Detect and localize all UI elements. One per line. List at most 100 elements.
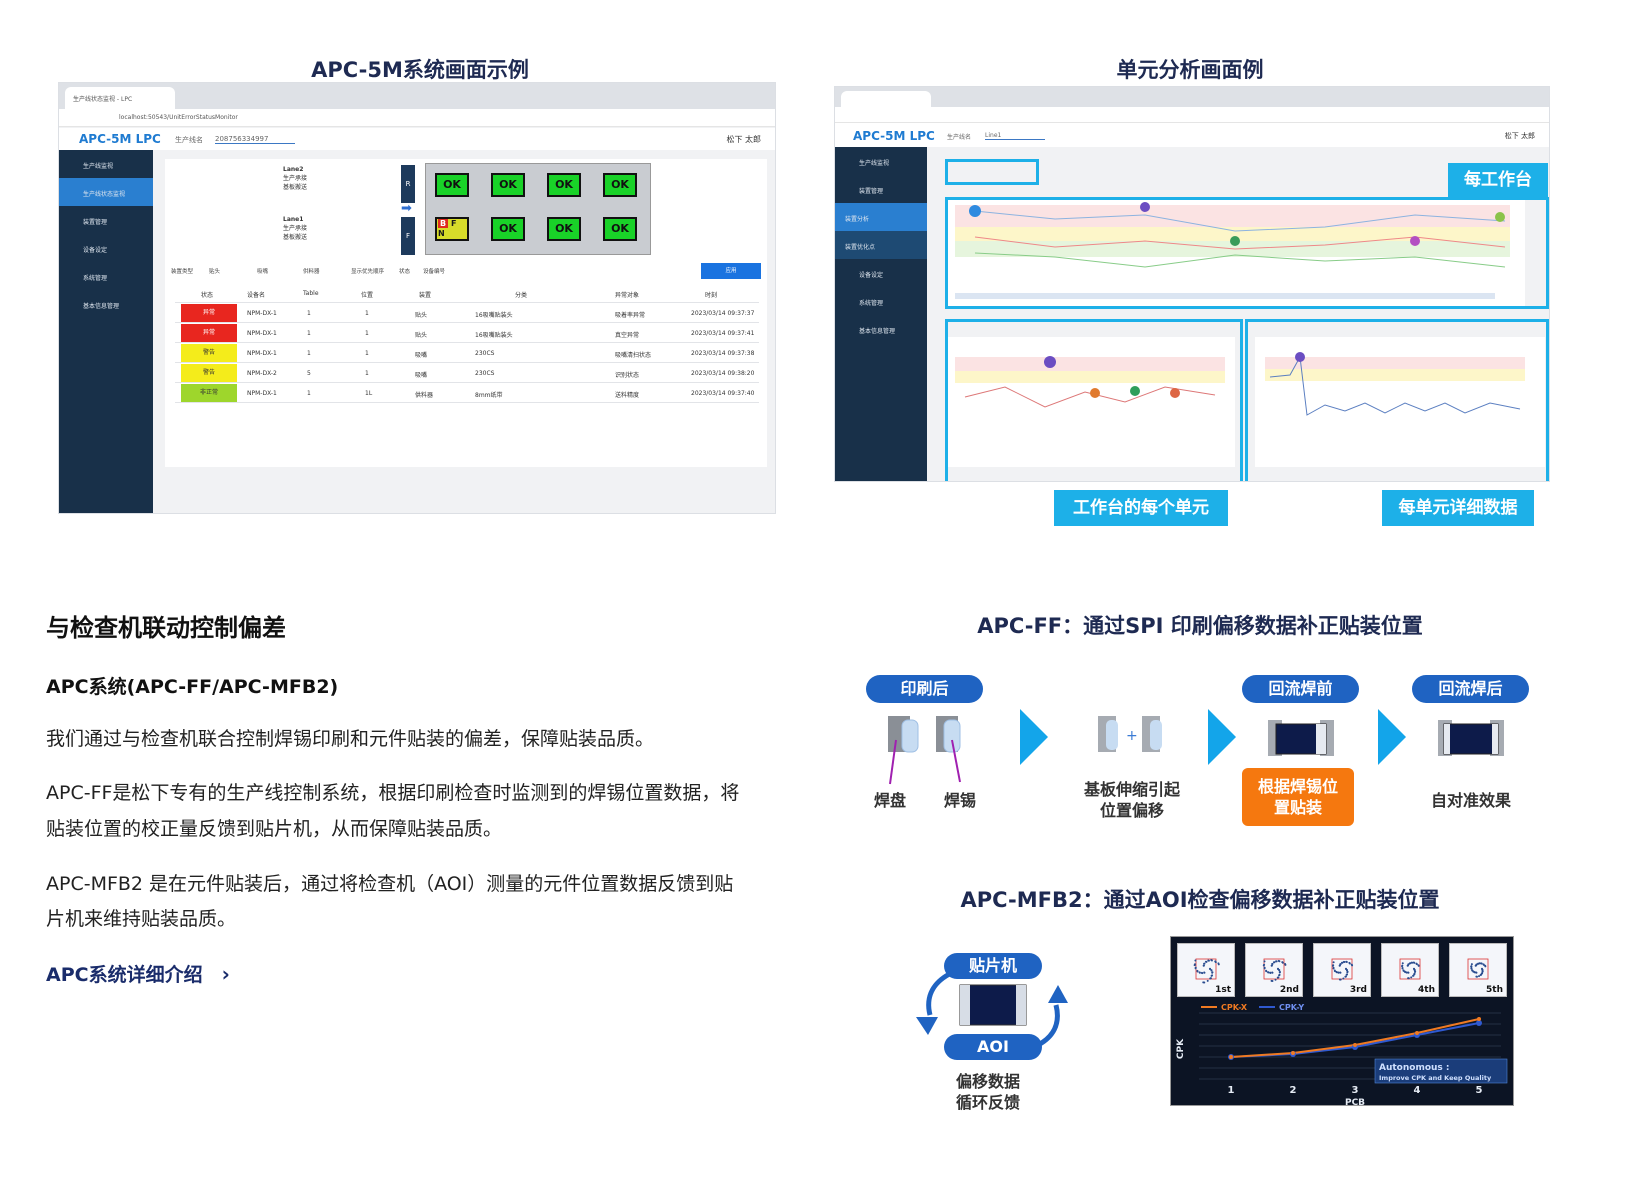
apc5m-screenshot: 生产线状态监视 - LPC localhost:50543/UnitErrorS… <box>58 82 776 514</box>
lane-sub: 基板搬送 <box>283 184 308 191</box>
board-label: 5th <box>1486 985 1503 995</box>
board-scatter-thumb: 3rd <box>1313 943 1371 997</box>
pre-reflow-pill: 回流焊前 <box>1242 675 1359 703</box>
sidebar-item-line-monitor[interactable]: 生产线监视 <box>859 160 890 167</box>
sidebar-item-basic-info[interactable]: 基本信息管理 <box>83 303 120 310</box>
board-scatter-thumb: 2nd <box>1245 943 1303 997</box>
table-ok-cell[interactable]: OK <box>547 217 581 241</box>
line-value[interactable]: Line1 <box>985 132 1045 140</box>
filter-status[interactable]: 状态 <box>399 269 411 275</box>
cell-unit: 贴头 <box>415 312 428 319</box>
cell-table: 1 <box>307 350 311 357</box>
table-ok-cell[interactable]: OK <box>547 173 581 197</box>
cell-target: 送料精度 <box>615 392 640 399</box>
sidebar-item-device[interactable]: 装置管理 <box>859 188 884 195</box>
sidebar-item-device[interactable]: 装置管理 <box>83 219 108 226</box>
line-value[interactable]: 208756334997 <box>215 135 295 144</box>
rear-marker: R <box>401 165 415 203</box>
apc-detail-link-text[interactable]: APC系统详细介绍 <box>46 964 203 986</box>
cell-time: 2023/03/14 09:37:41 <box>691 330 755 337</box>
sidebar-item-basic-info[interactable]: 基本信息管理 <box>859 328 896 335</box>
table-ok-cell[interactable]: OK <box>603 173 637 197</box>
badge-line-1: Autonomous : <box>1379 1063 1450 1073</box>
table-ok-cell[interactable]: OK <box>603 217 637 241</box>
apply-button[interactable]: 应用 <box>701 263 761 279</box>
legend-x: CPK-X <box>1221 1003 1248 1012</box>
cell-target: 吸嘴清扫状态 <box>615 352 652 359</box>
lane-sub: 生产承接 <box>283 225 308 232</box>
browser-tab[interactable] <box>841 91 931 107</box>
sidebar-item-system[interactable]: 系统管理 <box>859 300 884 307</box>
sidebar-item-line-monitor[interactable]: 生产线监视 <box>83 163 114 170</box>
table-selector-box <box>945 159 1039 185</box>
table-ok-cell[interactable]: OK <box>435 173 469 197</box>
x-tick: 2 <box>1290 1085 1297 1096</box>
fault-letter: F <box>451 219 457 228</box>
unit-analysis-screenshot: APC-5M LPC 生产线名 Line1 松下 太郎 生产线监视 装置管理 装… <box>834 86 1550 482</box>
sidebar-item-analysis[interactable]: 装置分析 <box>835 203 927 231</box>
arrow-right-icon <box>1378 709 1406 765</box>
pre-reflow-graphic <box>1268 720 1334 756</box>
cell-time: 2023/03/14 09:37:40 <box>691 390 755 397</box>
cell-unit: 供料器 <box>415 392 434 399</box>
cell-target: 吸着率异常 <box>615 312 646 319</box>
cell-device: NPM-DX-1 <box>247 390 277 397</box>
cell-table: 1 <box>307 310 311 317</box>
browser-chrome <box>835 87 1549 107</box>
cpk-y-point <box>1476 1020 1482 1026</box>
mount-by-solder-box: 根据焊锡位 置贴装 <box>1242 768 1354 826</box>
user-name[interactable]: 松下 太郎 <box>726 135 761 144</box>
x-tick: 1 <box>1228 1085 1235 1096</box>
filter-nozzle[interactable]: 吸嘴 <box>257 269 269 275</box>
board-label: 2nd <box>1279 985 1299 995</box>
col-status: 状态 <box>201 292 214 299</box>
address-bar[interactable]: localhost:50543/UnitErrorStatusMonitor <box>59 109 775 127</box>
table-ok-cell[interactable]: OK <box>491 217 525 241</box>
table-ok-cell[interactable]: OK <box>491 173 525 197</box>
shift-label-2: 位置偏移 <box>1099 801 1164 820</box>
y-axis-label: CPK <box>1176 1038 1186 1059</box>
apc-detail-link[interactable]: APC系统详细介绍 › <box>46 960 230 990</box>
sidebar-item-settings[interactable]: 设备设定 <box>859 272 884 279</box>
sidebar-item-settings[interactable]: 设备设定 <box>83 247 108 254</box>
table-fault-cell[interactable]: B F N <box>435 217 469 241</box>
sidebar-item-optimize[interactable]: 装置优化点 <box>835 231 927 259</box>
col-category: 分类 <box>515 292 528 299</box>
filter-device-no[interactable]: 设备编号 <box>423 269 446 275</box>
per-unit-box <box>945 319 1243 481</box>
col-unit: 装置 <box>419 292 432 299</box>
x-axis-label: PCB <box>1345 1098 1365 1106</box>
col-position: 位置 <box>361 292 374 299</box>
app-header: APC-5M LPC 生产线名 208756334997 松下 太郎 <box>59 128 775 150</box>
address-bar[interactable] <box>835 107 1549 123</box>
filter-feeder[interactable]: 供料器 <box>303 269 320 275</box>
board-label: 4th <box>1418 985 1435 995</box>
line-label: 生产线名 <box>175 136 203 144</box>
browser-tab[interactable]: 生产线状态监视 - LPC <box>65 87 175 109</box>
lane-sub: 生产承接 <box>283 175 308 182</box>
fault-letter: B <box>438 219 448 228</box>
pad-solder-graphic <box>888 716 961 785</box>
status-badge: 异常 <box>181 324 237 342</box>
user-name[interactable]: 松下 太郎 <box>1504 132 1535 140</box>
sidebar-item-line-status[interactable]: 生产线状态监视 <box>59 178 153 206</box>
front-marker: F <box>401 217 415 255</box>
section-heading: 与检查机联动控制偏差 <box>46 614 286 642</box>
app-header: APC-5M LPC 生产线名 Line1 松下 太郎 <box>835 123 1549 147</box>
sidebar-item-system[interactable]: 系统管理 <box>83 275 108 282</box>
lane-sub: 基板搬送 <box>283 234 308 241</box>
cell-pos: 1 <box>365 350 369 357</box>
cell-device: NPM-DX-1 <box>247 310 277 317</box>
loop-label-2: 循环反馈 <box>955 1093 1020 1112</box>
sidebar: 生产线监视 装置管理 装置分析 装置优化点 设备设定 系统管理 基本信息管理 <box>835 147 927 481</box>
cpk-x-point <box>1353 1043 1357 1047</box>
chevron-right-icon[interactable]: › <box>221 962 230 986</box>
filter-head[interactable]: 贴头 <box>209 269 221 275</box>
chart-bg <box>1171 999 1513 1105</box>
